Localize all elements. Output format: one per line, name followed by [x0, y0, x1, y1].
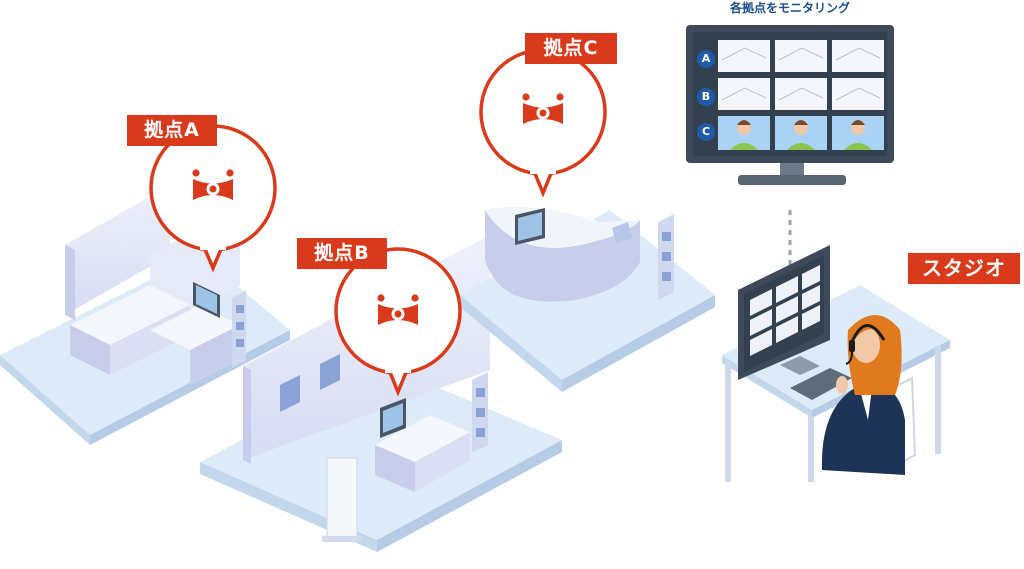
studio-scene: [722, 245, 950, 482]
bubble-location-b: [334, 247, 462, 397]
bubble-location-c: [479, 48, 607, 198]
location-a-tag: 拠点A: [127, 115, 217, 146]
location-c-floor: [460, 206, 715, 392]
location-c-tag: 拠点C: [525, 33, 617, 64]
row-label-b: B: [697, 88, 715, 106]
studio-tag: スタジオ: [908, 253, 1020, 284]
row-label-a: A: [697, 50, 715, 68]
monitoring-display: [686, 25, 894, 185]
location-a-floor: [0, 185, 290, 445]
location-b-tag: 拠点B: [297, 238, 387, 269]
row-label-c: C: [697, 123, 715, 141]
monitor-caption: 各拠点をモニタリング: [729, 1, 850, 15]
